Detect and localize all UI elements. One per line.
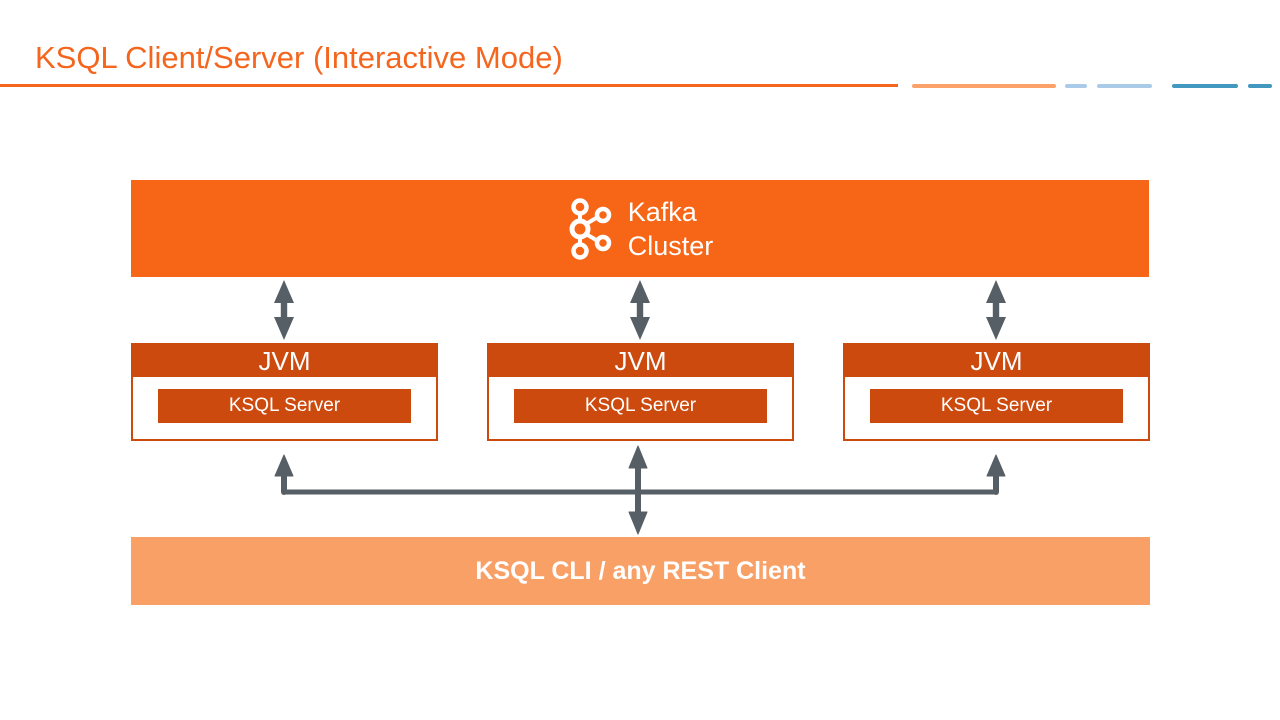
kafka-jvm-arrow-icon — [630, 280, 650, 340]
kafka-jvm-arrow-icon — [274, 280, 294, 340]
divider-segment — [1248, 84, 1272, 88]
kafka-logo-icon — [569, 197, 611, 260]
jvm-box: JVM KSQL Server — [487, 343, 794, 441]
kafka-cluster-box: Kafka Cluster — [131, 180, 1149, 277]
divider-segment — [1172, 84, 1238, 88]
kafka-label-line2: Cluster — [627, 230, 714, 261]
ksql-server-box: KSQL Server — [870, 389, 1123, 423]
kafka-cluster-content: Kafka Cluster — [567, 195, 714, 263]
page-title: KSQL Client/Server (Interactive Mode) — [35, 40, 563, 75]
jvm-cli-connector-icon — [274, 445, 1006, 535]
ksql-server-box: KSQL Server — [514, 389, 767, 423]
ksql-server-box: KSQL Server — [158, 389, 411, 423]
jvm-header-label: JVM — [845, 345, 1148, 377]
jvm-box: JVM KSQL Server — [131, 343, 438, 441]
divider-segment — [1065, 84, 1087, 88]
jvm-header-label: JVM — [489, 345, 792, 377]
jvm-box: JVM KSQL Server — [843, 343, 1150, 441]
kafka-label-line1: Kafka — [627, 196, 697, 227]
title-underline — [0, 84, 898, 87]
ksql-cli-box: KSQL CLI / any REST Client — [131, 537, 1150, 605]
kafka-cluster-label: Kafka Cluster — [628, 195, 714, 263]
kafka-jvm-arrow-icon — [986, 280, 1006, 340]
divider-segment — [1097, 84, 1152, 88]
divider-segment — [912, 84, 1056, 88]
jvm-header-label: JVM — [133, 345, 436, 377]
